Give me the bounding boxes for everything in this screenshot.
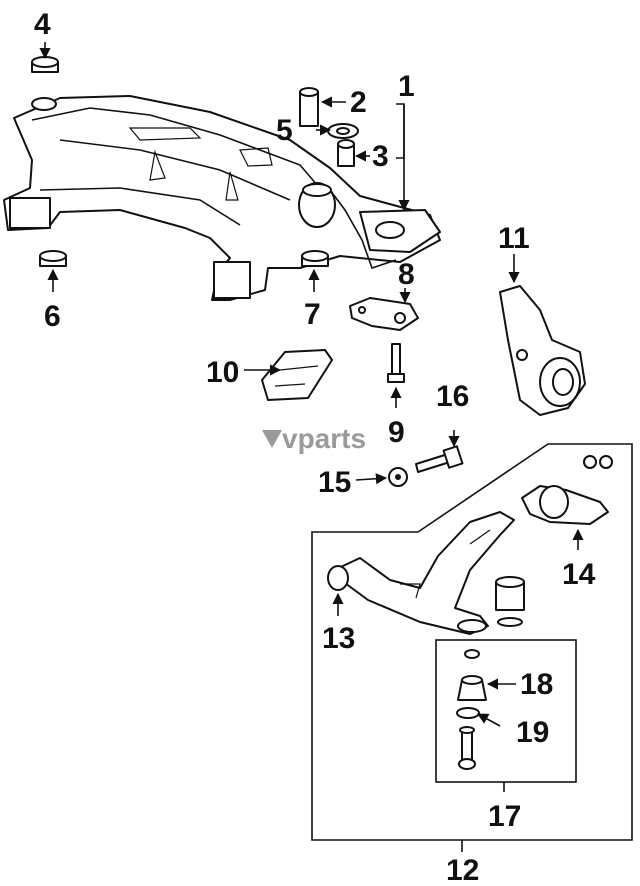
callout-15: 15 — [318, 466, 351, 499]
arm-bushing — [495, 576, 525, 627]
callout-3: 3 — [372, 140, 389, 173]
part-16-bolt — [415, 445, 464, 473]
part-11-steering-knuckle — [499, 285, 586, 416]
part-15-washer — [388, 467, 408, 487]
part-18-dust-boot — [457, 649, 487, 701]
callout-8: 8 — [398, 258, 415, 291]
part-10-bracket — [261, 349, 333, 401]
part-3-bushing — [337, 139, 355, 167]
callout-9: 9 — [388, 416, 405, 449]
part-8-bracket — [349, 297, 419, 331]
ball-joint-stud — [458, 726, 476, 770]
callout-5: 5 — [276, 114, 293, 147]
part-17-ball-joint-box — [435, 639, 577, 792]
callout-18: 18 — [520, 668, 553, 701]
callout-13: 13 — [322, 622, 355, 655]
part-4-mount — [31, 56, 59, 73]
leader-lines — [39, 42, 584, 727]
watermark: vparts — [262, 423, 366, 454]
part-12-assembly-outline — [311, 443, 633, 852]
part-2-bushing — [299, 87, 319, 127]
crossmember-subframe — [3, 95, 441, 301]
callout-10: 10 — [206, 356, 239, 389]
callout-16: 16 — [436, 380, 469, 413]
part-7-mount — [301, 250, 329, 267]
part-6-mount — [39, 250, 67, 267]
part-5-washer — [327, 123, 359, 139]
watermark-text: vparts — [282, 423, 366, 454]
callout-11: 11 — [498, 222, 530, 255]
callout-6: 6 — [44, 300, 61, 333]
part-19-snap-ring — [456, 707, 480, 719]
callout-12: 12 — [446, 854, 479, 886]
callout-4: 4 — [34, 8, 51, 41]
part-14-bushing-bracket — [521, 455, 613, 525]
callout-7: 7 — [304, 298, 321, 331]
crossmember-bushing — [298, 182, 336, 228]
lower-control-arm — [327, 511, 515, 635]
part-9-bolt — [387, 343, 405, 383]
callout-17: 17 — [488, 800, 521, 833]
callout-2: 2 — [350, 86, 367, 119]
watermark-logo-icon — [262, 430, 282, 448]
callout-19: 19 — [516, 716, 549, 749]
callout-1: 1 — [398, 70, 415, 103]
callout-14: 14 — [562, 558, 596, 591]
